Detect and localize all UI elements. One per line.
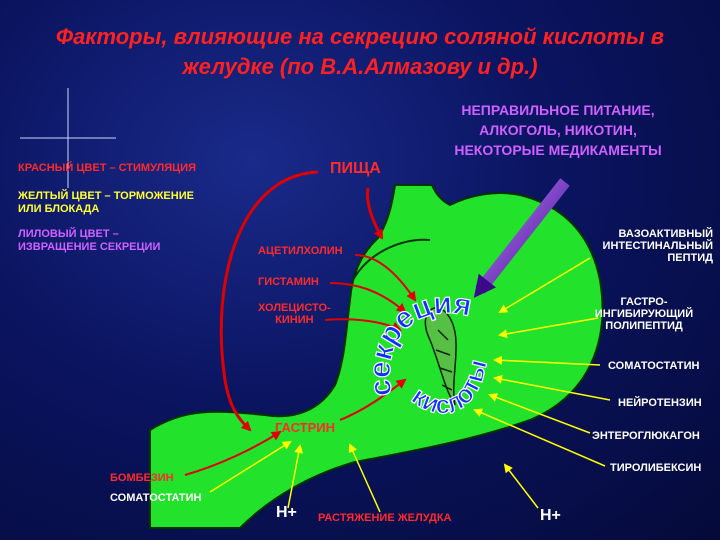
legend-yellow: ЖЕЛТЫЙ ЦВЕТ – ТОРМОЖЕНИЕ ИЛИ БЛОКАДА	[18, 190, 194, 215]
gip-arrow	[498, 317, 599, 339]
vip-arrow	[498, 257, 591, 314]
h-left-arrow	[287, 444, 304, 509]
histamine-arrow	[329, 282, 407, 314]
sparkle-icon	[20, 88, 116, 188]
tyroliberin-label: ТИРОЛИБЕКСИН	[610, 462, 702, 474]
title-line-1: Факторы, влияющие на секрецию соляной ки…	[55, 24, 665, 49]
acetylcholine-arrow	[354, 254, 417, 302]
bombesin-arrow	[184, 430, 282, 476]
distension-arrow	[348, 443, 381, 513]
title-line-2: желудке (по В.А.Алмазову и др.)	[182, 54, 538, 79]
stimulation-arrows	[184, 170, 417, 476]
cholecystokinin-arrow	[324, 318, 402, 331]
gip-label: ГАСТРО- ИНГИБИРУЮЩИЙ ПОЛИПЕПТИД	[594, 296, 694, 332]
tyroliberin-arrow	[473, 408, 606, 467]
distension-label: РАСТЯЖЕНИЕ ЖЕЛУДКА	[318, 512, 452, 524]
histamine-label: ГИСТАМИН	[258, 276, 319, 288]
h-ion-right-label: Н+	[540, 507, 561, 524]
legend-red: КРАСНЫЙ ЦВЕТ – СТИМУЛЯЦИЯ	[18, 162, 196, 174]
somatostatin-left-arrow	[209, 440, 292, 493]
food-label: ПИЩА	[330, 160, 381, 177]
neurotensin-label: НЕЙРОТЕНЗИН	[618, 397, 702, 409]
bombesin-label: БОМБЕЗИН	[110, 472, 174, 484]
gastric-gland-icon	[424, 307, 457, 406]
factors-text: НЕПРАВИЛЬНОЕ ПИТАНИЕ, АЛКОГОЛЬ, НИКОТИН,…	[454, 102, 662, 158]
food-arrow-down	[365, 187, 384, 240]
gastrin-arrow	[339, 378, 407, 421]
acetylcholine-label: АЦЕТИЛХОЛИН	[258, 245, 343, 257]
vip-label: ВАЗОАКТИВНЫЙ ИНТЕСТИНАЛЬНЫЙ ПЕПТИД	[602, 228, 713, 264]
h-right-arrow	[503, 463, 539, 509]
perversion-arrow	[473, 178, 570, 298]
h-ion-left-label: Н+	[276, 504, 297, 521]
somatostatin-right-label: СОМАТОСТАТИН	[608, 360, 700, 372]
somatostatin-left-label: СОМАТОСТАТИН	[110, 492, 202, 504]
neurotensin-arrow	[493, 374, 611, 401]
somatostatin-right-arrow	[493, 355, 601, 366]
legend-lilac: ЛИЛОВЫЙ ЦВЕТ – ИЗВРАЩЕНИЕ СЕКРЕЦИИ	[18, 228, 161, 253]
enteroglucagon-label: ЭНТЕРОГЛЮКАГОН	[592, 430, 700, 442]
inhibition-arrows	[209, 257, 611, 513]
page-title: Факторы, влияющие на секрецию соляной ки…	[0, 22, 720, 82]
enteroglucagon-arrow	[488, 393, 591, 434]
gastrin-label: ГАСТРИН	[275, 420, 336, 435]
food-arrow-left	[219, 170, 319, 432]
cholecystokinin-label: ХОЛЕЦИСТО- КИНИН	[258, 302, 331, 326]
